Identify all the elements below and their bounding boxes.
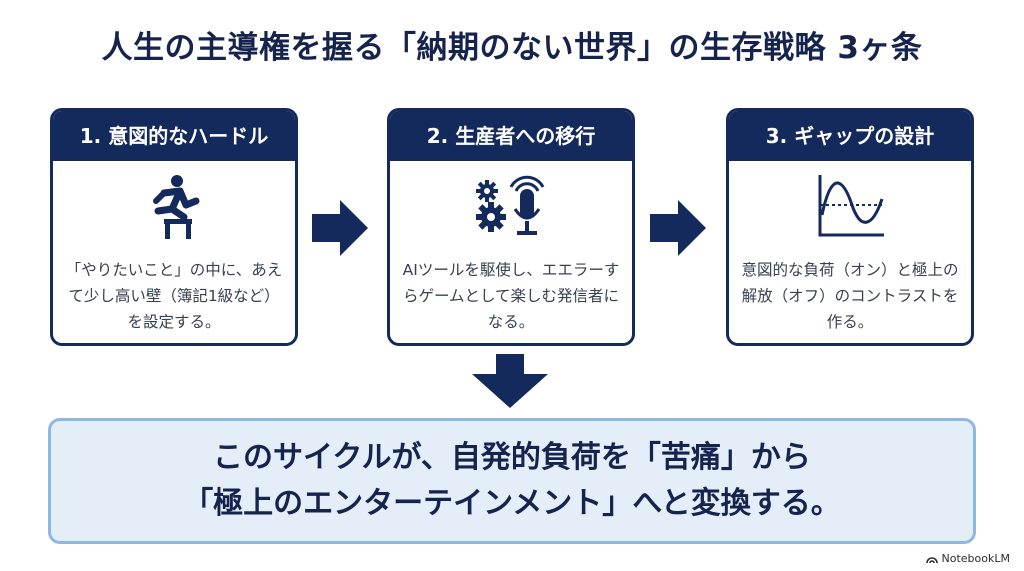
conclusion-text: このサイクルが、自発的負荷を「苦痛」から 「極上のエンターテインメント」へと変換…: [183, 435, 841, 527]
card-body: 「やりたいこと」の中に、あえて少し高い壁（簿記1級など）を設定する。: [65, 261, 283, 331]
card-heading: 2. 生産者への移行: [390, 111, 632, 161]
wave-graph-icon: [729, 171, 971, 241]
card-body: 意図的な負荷（オン）と極上の解放（オフ）のコントラストを作る。: [741, 261, 959, 331]
page-title: 人生の主導権を握る「納期のない世界」の生存戦略 3ヶ条: [101, 30, 923, 66]
watermark-label: NotebookLM: [941, 552, 1010, 565]
hurdle-jumper-icon: [53, 171, 295, 241]
card-intentional-hurdle: 1. 意図的なハードル 「やりたいこと」の中に、あえて少し高い壁（簿記1級など）…: [50, 108, 298, 346]
card-gap-design: 3. ギャップの設計 意図的な負荷（オン）と極上の解放（オフ）のコントラストを作…: [726, 108, 974, 346]
card-heading: 1. 意図的なハードル: [53, 111, 295, 161]
card-body: AIツールを駆使し、エエラーすらゲームとして楽しむ発信者になる。: [402, 261, 620, 331]
arrow-right-icon: [650, 200, 706, 256]
notebooklm-logo-icon: [925, 556, 938, 563]
card-producer-shift: 2. 生産者への移行 AIツールを駆使し、エ: [387, 108, 635, 346]
card-heading: 3. ギャップの設計: [729, 111, 971, 161]
conclusion-line-2: 「極上のエンターテインメント」へと変換する。: [183, 486, 841, 521]
conclusion-box: このサイクルが、自発的負荷を「苦痛」から 「極上のエンターテインメント」へと変換…: [48, 418, 976, 544]
conclusion-line-1: このサイクルが、自発的負荷を「苦痛」から: [213, 440, 811, 475]
notebooklm-watermark: NotebookLM: [925, 552, 1010, 565]
gears-microphone-icon: [390, 171, 632, 241]
arrow-down-icon: [472, 354, 548, 408]
arrow-right-icon: [312, 200, 368, 256]
